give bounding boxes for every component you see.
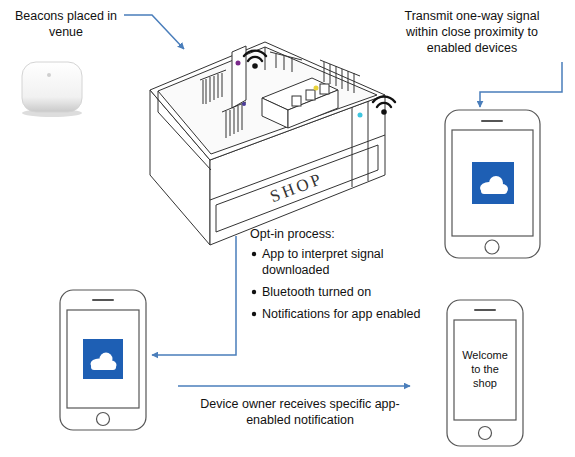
- bullet-group: [252, 252, 256, 316]
- phone-screen: Welcome to the shop: [458, 349, 512, 390]
- beacon-dot: [242, 102, 246, 106]
- app-icon: [472, 162, 514, 204]
- phone: [445, 110, 540, 258]
- bullet-item: Bluetooth turned on: [262, 284, 371, 300]
- leader-arrow: [480, 62, 562, 107]
- annotation-label: Opt-in process:: [250, 226, 440, 242]
- bullet-dot: [252, 312, 256, 316]
- beacon-dot: [314, 86, 319, 91]
- flow-arrow: [178, 385, 410, 387]
- leader-arrow: [152, 236, 236, 355]
- annotation-label: Device owner receives specific app-enabl…: [180, 396, 420, 428]
- wifi-symbol: [373, 97, 395, 114]
- phone: [447, 300, 523, 446]
- node-text: Welcome to the shop: [458, 349, 512, 390]
- annotation-label: Transmit one-way signal within close pro…: [388, 8, 556, 56]
- bullet-item: App to interpret signal downloaded: [262, 246, 412, 278]
- beacon-device: [22, 62, 82, 117]
- beacon-dot: [236, 61, 241, 66]
- leader-arrow: [124, 15, 184, 49]
- bullet-item: Notifications for app enabled: [262, 306, 420, 322]
- phone: [60, 290, 146, 430]
- shop-illustration: [150, 42, 385, 245]
- beacon-dot: [358, 113, 363, 118]
- annotation-label: Beacons placed in venue: [5, 8, 127, 40]
- bullet-dot: [252, 252, 256, 256]
- app-icon: [83, 339, 123, 379]
- bullet-dot: [252, 290, 256, 294]
- wifi-symbol: [244, 51, 266, 68]
